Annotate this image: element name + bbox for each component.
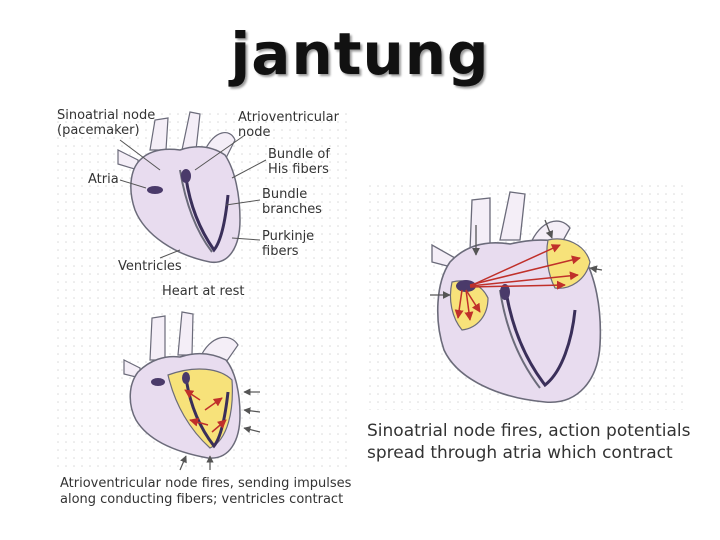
page-title: jantung — [230, 20, 490, 88]
label-ventricles: Ventricles — [118, 259, 182, 274]
heart-rest — [117, 111, 241, 263]
caption-av-node-fires: Atrioventricular node fires, sending imp… — [60, 476, 352, 507]
label-av-node: Atrioventricular node — [238, 110, 339, 140]
label-sa-node: Sinoatrial node (pacemaker) — [57, 108, 156, 138]
label-bundle-branches: Bundle branches — [262, 187, 322, 217]
caption-heart-at-rest: Heart at rest — [162, 284, 245, 299]
heart-av-fires — [123, 311, 261, 471]
label-atria: Atria — [88, 172, 119, 187]
label-bundle-his: Bundle of His fibers — [268, 147, 330, 177]
caption-sa-node-fires: Sinoatrial node fires, action potentials… — [367, 421, 691, 463]
heart-sa-fires — [430, 191, 603, 403]
label-purkinje: Purkinje fibers — [262, 229, 315, 259]
